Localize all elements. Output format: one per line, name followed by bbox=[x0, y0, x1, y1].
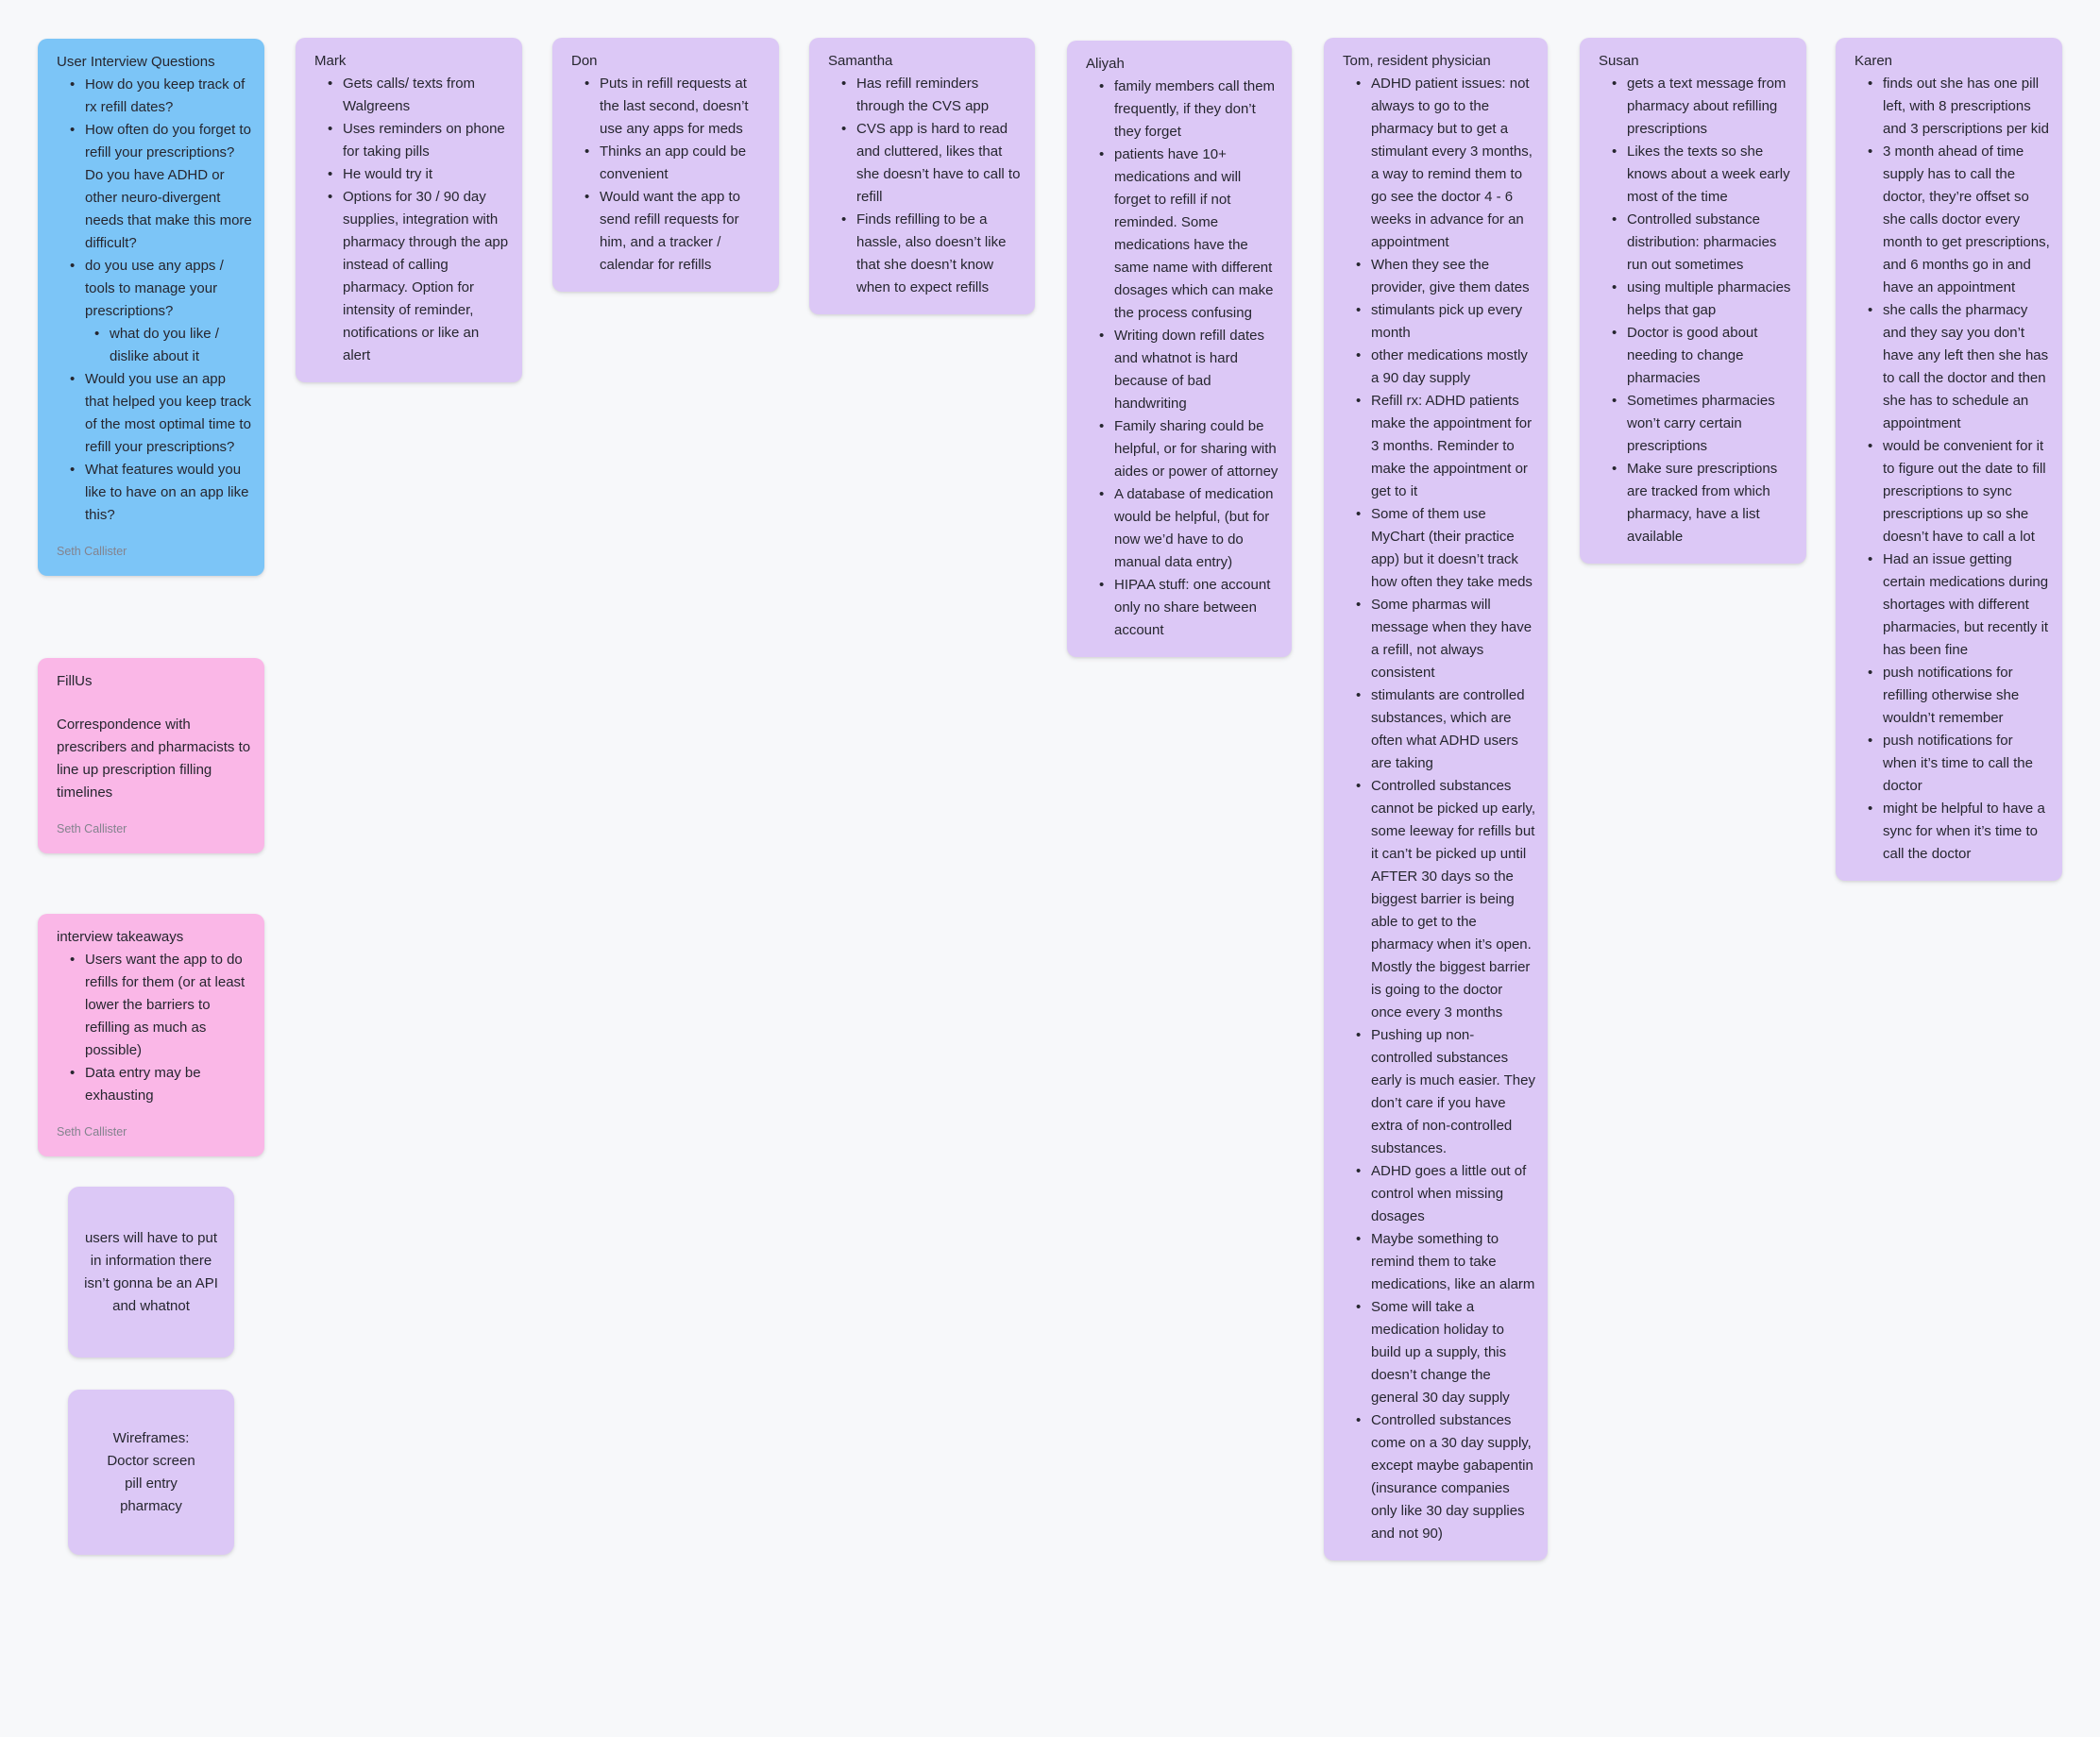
bullet-item: Some will take a medication holiday to b… bbox=[1350, 1296, 1535, 1409]
bullet-item: push notifications for when it’s time to… bbox=[1862, 730, 2050, 798]
bullet-list: Puts in refill requests at the last seco… bbox=[571, 73, 767, 277]
note-author: Seth Callister bbox=[57, 1125, 127, 1138]
sticky-note-api-comment[interactable]: users will have to put in information th… bbox=[68, 1187, 234, 1358]
sticky-note-user-interview-questions[interactable]: User Interview Questions How do you keep… bbox=[38, 39, 264, 576]
bullet-item: Controlled substance distribution: pharm… bbox=[1606, 209, 1794, 277]
sticky-note-tom-resident-physician[interactable]: Tom, resident physician ADHD patient iss… bbox=[1324, 38, 1548, 1560]
bullet-item: stimulants are controlled substances, wh… bbox=[1350, 684, 1535, 775]
bullet-item: Pushing up non-controlled substances ear… bbox=[1350, 1024, 1535, 1160]
bullet-list: finds out she has one pill left, with 8 … bbox=[1854, 73, 2050, 866]
bullet-item: Thinks an app could be convenient bbox=[579, 141, 767, 186]
note-line: Wireframes: bbox=[112, 1429, 190, 1446]
bullet-item: Users want the app to do refills for the… bbox=[64, 949, 252, 1062]
note-line: Doctor screen bbox=[107, 1452, 195, 1469]
bullet-item: Refill rx: ADHD patients make the appoin… bbox=[1350, 390, 1535, 503]
bullet-item: When they see the provider, give them da… bbox=[1350, 254, 1535, 299]
bullet-item: gets a text message from pharmacy about … bbox=[1606, 73, 1794, 141]
bullet-list: Users want the app to do refills for the… bbox=[57, 949, 252, 1107]
sticky-note-interview-takeaways[interactable]: interview takeaways Users want the app t… bbox=[38, 914, 264, 1156]
bullet-item: Had an issue getting certain medications… bbox=[1862, 548, 2050, 662]
bullet-item: How often do you forget to refill your p… bbox=[64, 119, 252, 255]
note-title: User Interview Questions bbox=[57, 54, 215, 70]
note-title: Tom, resident physician bbox=[1343, 53, 1491, 69]
note-title: Mark bbox=[314, 53, 347, 69]
bullet-item: Family sharing could be helpful, or for … bbox=[1093, 415, 1279, 483]
bullet-item: Some of them use MyChart (their practice… bbox=[1350, 503, 1535, 594]
bullet-item: might be helpful to have a sync for when… bbox=[1862, 798, 2050, 866]
sticky-note-susan[interactable]: Susan gets a text message from pharmacy … bbox=[1580, 38, 1806, 564]
bullet-item: Has refill reminders through the CVS app bbox=[836, 73, 1023, 118]
bullet-item: stimulants pick up every month bbox=[1350, 299, 1535, 345]
bullet-item: Likes the texts so she knows about a wee… bbox=[1606, 141, 1794, 209]
note-line: pill entry bbox=[125, 1475, 178, 1492]
bullet-item: Sometimes pharmacies won’t carry certain… bbox=[1606, 390, 1794, 458]
bullet-item: How do you keep track of rx refill dates… bbox=[64, 74, 252, 119]
bullet-item: family members call them frequently, if … bbox=[1093, 76, 1279, 143]
bullet-list: Gets calls/ texts from WalgreensUses rem… bbox=[314, 73, 510, 367]
bullet-list: Has refill reminders through the CVS app… bbox=[828, 73, 1023, 299]
bullet-item: she calls the pharmacy and they say you … bbox=[1862, 299, 2050, 435]
bullet-item: 3 month ahead of time supply has to call… bbox=[1862, 141, 2050, 299]
bullet-item: Uses reminders on phone for taking pills bbox=[322, 118, 510, 163]
note-title: Susan bbox=[1599, 53, 1639, 69]
sticky-note-don[interactable]: Don Puts in refill requests at the last … bbox=[552, 38, 779, 292]
bullet-item: Make sure prescriptions are tracked from… bbox=[1606, 458, 1794, 548]
sticky-note-karen[interactable]: Karen finds out she has one pill left, w… bbox=[1836, 38, 2062, 881]
sticky-note-fillus[interactable]: FillUs Correspondence with prescribers a… bbox=[38, 658, 264, 853]
bullet-item: Finds refilling to be a hassle, also doe… bbox=[836, 209, 1023, 299]
bullet-item: CVS app is hard to read and cluttered, l… bbox=[836, 118, 1023, 209]
bullet-item: Doctor is good about needing to change p… bbox=[1606, 322, 1794, 390]
bullet-item: patients have 10+ medications and will f… bbox=[1093, 143, 1279, 325]
bullet-item: do you use any apps / tools to manage yo… bbox=[64, 255, 252, 323]
bullet-list: family members call them frequently, if … bbox=[1086, 76, 1279, 642]
bullet-item: other medications mostly a 90 day supply bbox=[1350, 345, 1535, 390]
sticky-note-aliyah[interactable]: Aliyah family members call them frequent… bbox=[1067, 41, 1292, 657]
sticky-note-wireframes[interactable]: Wireframes: Doctor screen pill entry pha… bbox=[68, 1390, 234, 1555]
bullet-item: Controlled substances cannot be picked u… bbox=[1350, 775, 1535, 1024]
bullet-item: A database of medication would be helpfu… bbox=[1093, 483, 1279, 574]
bullet-item: using multiple pharmacies helps that gap bbox=[1606, 277, 1794, 322]
bullet-list: How do you keep track of rx refill dates… bbox=[57, 74, 252, 527]
sticky-note-samantha[interactable]: Samantha Has refill reminders through th… bbox=[809, 38, 1035, 314]
bullet-item: Would want the app to send refill reques… bbox=[579, 186, 767, 277]
note-title: interview takeaways bbox=[57, 929, 184, 945]
note-author: Seth Callister bbox=[57, 822, 127, 835]
bullet-item: He would try it bbox=[322, 163, 510, 186]
note-title: FillUs bbox=[57, 673, 93, 689]
sticky-note-mark[interactable]: Mark Gets calls/ texts from WalgreensUse… bbox=[296, 38, 522, 382]
bullet-item: Data entry may be exhausting bbox=[64, 1062, 252, 1107]
bullet-item: push notifications for refilling otherwi… bbox=[1862, 662, 2050, 730]
bullet-item: What features would you like to have on … bbox=[64, 459, 252, 527]
bullet-item: what do you like / dislike about it bbox=[89, 323, 252, 368]
note-title: Aliyah bbox=[1086, 56, 1125, 72]
note-body: Correspondence with prescribers and phar… bbox=[57, 717, 251, 801]
bullet-item: ADHD patient issues: not always to go to… bbox=[1350, 73, 1535, 254]
bullet-item: Writing down refill dates and whatnot is… bbox=[1093, 325, 1279, 415]
bullet-item: HIPAA stuff: one account only no share b… bbox=[1093, 574, 1279, 642]
bullet-item: Options for 30 / 90 day supplies, integr… bbox=[322, 186, 510, 367]
note-author: Seth Callister bbox=[57, 545, 127, 558]
note-title: Don bbox=[571, 53, 598, 69]
bullet-item: ADHD goes a little out of control when m… bbox=[1350, 1160, 1535, 1228]
bullet-item: finds out she has one pill left, with 8 … bbox=[1862, 73, 2050, 141]
bullet-item: Gets calls/ texts from Walgreens bbox=[322, 73, 510, 118]
note-body: users will have to put in information th… bbox=[84, 1229, 218, 1314]
bullet-list: ADHD patient issues: not always to go to… bbox=[1343, 73, 1535, 1545]
bullet-list: gets a text message from pharmacy about … bbox=[1599, 73, 1794, 548]
bullet-item: Puts in refill requests at the last seco… bbox=[579, 73, 767, 141]
bullet-item: Maybe something to remind them to take m… bbox=[1350, 1228, 1535, 1296]
note-title: Karen bbox=[1854, 53, 1893, 69]
bullet-item: Controlled substances come on a 30 day s… bbox=[1350, 1409, 1535, 1545]
bullet-item: would be convenient for it to figure out… bbox=[1862, 435, 2050, 548]
bullet-item: Would you use an app that helped you kee… bbox=[64, 368, 252, 459]
note-title: Samantha bbox=[828, 53, 893, 69]
bullet-item: Some pharmas will message when they have… bbox=[1350, 594, 1535, 684]
note-line: pharmacy bbox=[120, 1497, 182, 1514]
